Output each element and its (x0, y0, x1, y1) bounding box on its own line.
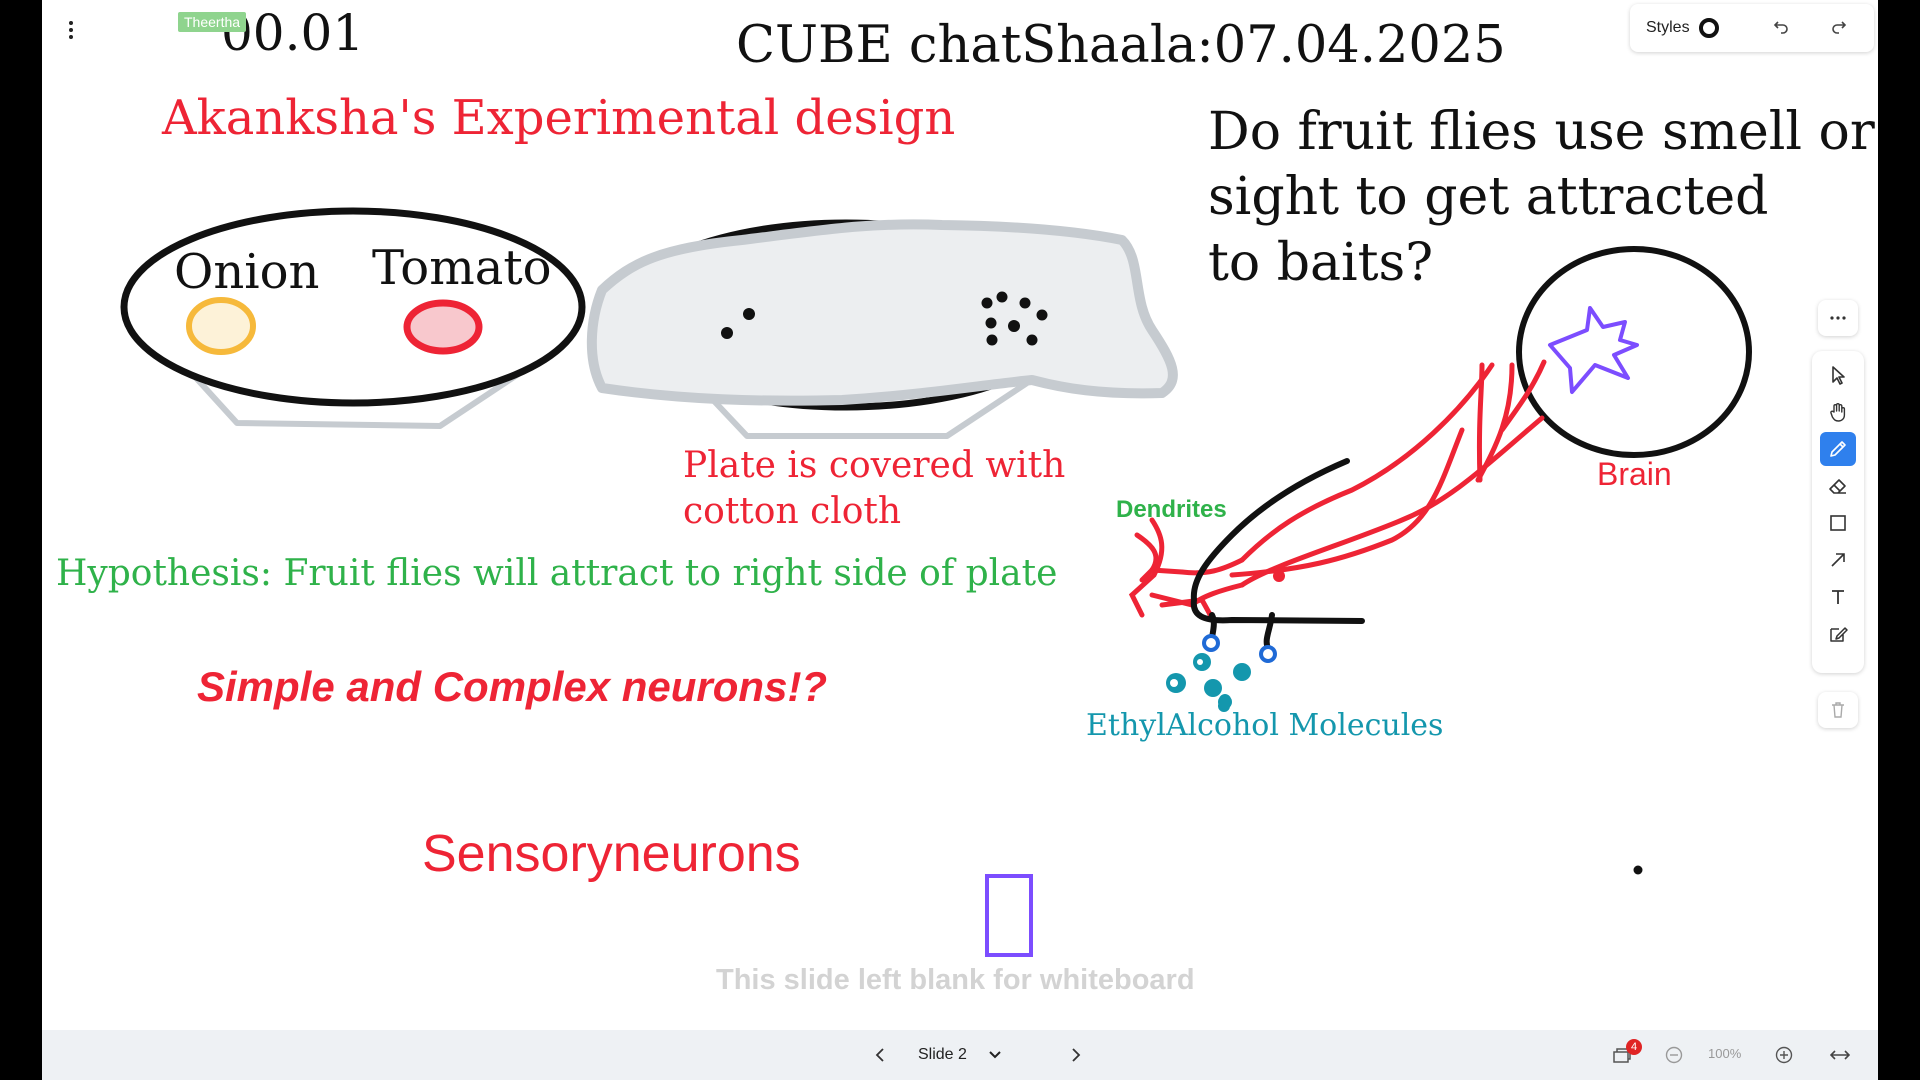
horizontal-ellipsis-icon (1830, 316, 1846, 320)
receptor-right (1259, 645, 1277, 663)
arrow-icon (1831, 553, 1845, 567)
tomato-bait (403, 299, 483, 355)
slide-label: Slide 2 (918, 1046, 967, 1063)
receptor-left (1202, 634, 1220, 652)
notifications-button[interactable]: 4 (1604, 1039, 1642, 1071)
dendrites-label: Dendrites (1116, 496, 1227, 523)
hypothesis-text: Hypothesis: Fruit flies will attract to … (56, 553, 1058, 594)
zoom-out-button[interactable] (1658, 1039, 1690, 1071)
delete-button[interactable] (1818, 692, 1858, 728)
neuron-star (1548, 306, 1639, 394)
drawn-rectangle (985, 874, 1033, 957)
whiteboard-canvas[interactable] (42, 0, 1878, 1030)
eraser-icon (1829, 479, 1846, 494)
redo-button[interactable] (1822, 12, 1858, 44)
styles-panel: Styles (1630, 4, 1874, 52)
chevron-left-icon (875, 1048, 884, 1062)
onion-bait (186, 297, 256, 355)
zoom-in-icon (1775, 1046, 1793, 1064)
text-tool[interactable] (1820, 580, 1856, 614)
left-plate (120, 207, 586, 407)
brain-label: Brain (1597, 456, 1672, 492)
nerve-fibers (1128, 359, 1547, 621)
zoom-out-icon (1665, 1046, 1683, 1064)
chevron-down-icon (989, 1051, 1001, 1059)
question-line1: Do fruit flies use smell or (1208, 102, 1875, 162)
experiment-heading: Akanksha's Experimental design (162, 90, 956, 146)
fruit-fly-dots (721, 291, 1048, 346)
next-slide-button[interactable] (1060, 1039, 1092, 1071)
previous-slide-button[interactable] (864, 1039, 896, 1071)
pan-tool[interactable] (1820, 395, 1856, 429)
styles-button[interactable]: Styles (1638, 12, 1728, 44)
trash-icon (1832, 702, 1844, 718)
notification-badge: 4 (1626, 1039, 1642, 1055)
cursor-icon (1832, 366, 1845, 385)
drawing-toolbar (1812, 351, 1864, 673)
text-icon (1832, 590, 1844, 604)
menu-button[interactable] (50, 10, 92, 50)
zoom-in-button[interactable] (1768, 1039, 1800, 1071)
rectangle-icon (1830, 515, 1846, 531)
right-plate-stand (694, 380, 1029, 439)
rectangle-tool[interactable] (1820, 506, 1856, 540)
slide-title: CUBE chatShaala:07.04.2025 (736, 16, 1506, 75)
hand-icon (1830, 403, 1846, 422)
molecules-label: EthylAlcohol Molecules (1086, 708, 1444, 743)
cotton-cloth (586, 219, 1178, 406)
slide-selector[interactable]: Slide 2 (912, 1039, 1007, 1071)
presentation-slide[interactable]: CUBE chatShaala:07.04.2025 00.01 Theerth… (42, 0, 1878, 1080)
blank-slide-note: This slide left blank for whiteboard (716, 964, 1195, 996)
vertical-ellipsis-icon (69, 21, 73, 39)
select-tool[interactable] (1820, 358, 1856, 392)
stray-dot (1633, 865, 1643, 875)
more-options-button[interactable] (1818, 300, 1858, 336)
fit-width-icon (1830, 1050, 1850, 1060)
chevron-right-icon (1072, 1048, 1081, 1062)
brain-circle (1516, 246, 1752, 458)
neurons-title: Simple and Complex neurons!? (197, 663, 828, 710)
color-circle-icon (1698, 18, 1719, 38)
zoom-level: 100% (1708, 1046, 1742, 1061)
pencil-icon (1830, 441, 1846, 457)
fit-width-button[interactable] (1822, 1039, 1858, 1071)
fly-head-outline (1190, 458, 1365, 624)
styles-label: Styles (1646, 19, 1690, 36)
eraser-tool[interactable] (1820, 469, 1856, 503)
left-plate-stand (184, 364, 531, 429)
note-tool[interactable] (1820, 617, 1856, 651)
arrow-tool[interactable] (1820, 543, 1856, 577)
cursor-user-tag: Theertha (178, 12, 247, 32)
plate-note-line2: cotton cloth (683, 491, 902, 532)
red-node (1273, 570, 1285, 582)
tomato-label: Tomato (372, 240, 552, 296)
draw-tool[interactable] (1820, 432, 1856, 466)
undo-button[interactable] (1762, 12, 1798, 44)
note-icon (1830, 627, 1848, 642)
question-line2: sight to get attracted (1208, 167, 1769, 227)
onion-label: Onion (174, 244, 320, 300)
plate-note-line1: Plate is covered with (683, 445, 1066, 486)
ethyl-alcohol-molecules (1166, 653, 1251, 712)
sensory-neurons-text: Sensoryneurons (422, 825, 801, 883)
bottom-bar: Slide 2 4 100% (42, 1030, 1878, 1080)
redo-icon (1832, 21, 1847, 34)
question-line3: to baits? (1208, 233, 1434, 293)
undo-icon (1773, 21, 1788, 34)
